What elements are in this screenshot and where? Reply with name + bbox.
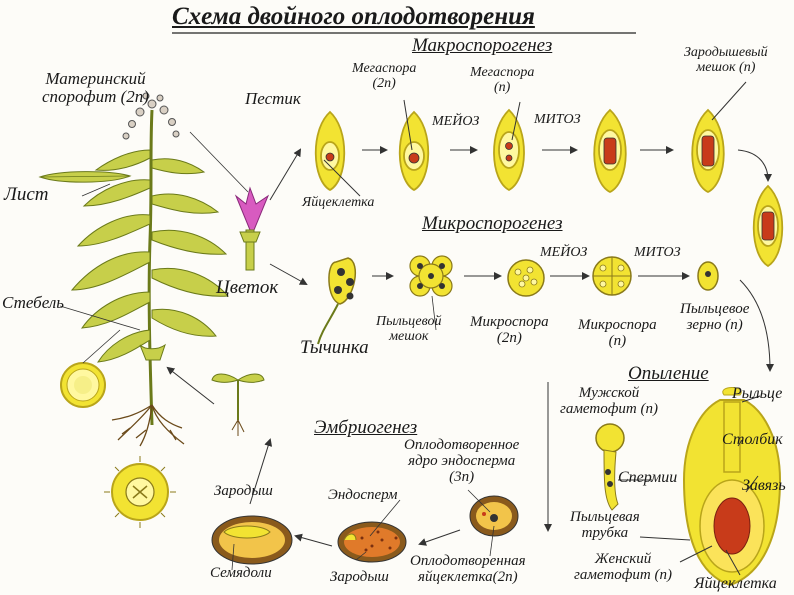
pollen-sac	[409, 255, 453, 297]
stem-label: Стебель	[2, 293, 64, 312]
microspore-n	[592, 256, 632, 296]
fert-endosperm-line1: Оплодотворенное	[404, 437, 520, 453]
ovary-illustration	[682, 387, 782, 587]
pollen-grain-line1: Пыльцевое	[680, 301, 750, 317]
fert-endosperm-line2: ядро эндосперма	[408, 452, 516, 469]
fert-endosperm-label: Оплодотворенное ядро эндосперма (3n)	[404, 437, 520, 485]
root-cross-section	[104, 456, 176, 528]
stamen-illustration	[317, 257, 357, 345]
megaspore-2n-line2: (2n)	[372, 75, 396, 91]
embryo-bottom-label: Зародыш	[330, 569, 389, 585]
male-gametophyte-label: Мужской гаметофит (n)	[560, 385, 658, 418]
pollen-tube-label: Пыльцевая трубка	[570, 509, 640, 542]
male-gametophyte-line2: гаметофит (n)	[560, 400, 658, 417]
pistil-label: Пестик	[245, 89, 301, 108]
fert-egg-line2: яйцеклетка(2n)	[417, 568, 518, 585]
microspore-n-label: Микроспора (n)	[578, 317, 657, 350]
stem-cross-section	[60, 362, 106, 408]
male-gametophyte	[595, 423, 625, 511]
seedling-illustration	[211, 373, 265, 436]
megaspore-n-line1: Мегаспора	[470, 65, 535, 80]
embryo-sac-line1: Зародышевый	[684, 45, 768, 60]
female-gametophyte-label: Женский гаметофит (n)	[574, 551, 672, 584]
pollen-tube-line1: Пыльцевая	[570, 509, 640, 525]
endosperm-label: Эндосперм	[328, 487, 398, 503]
meiosis-top-label: МЕЙОЗ	[432, 114, 480, 129]
embryo-top-label: Зародыш	[214, 483, 273, 499]
megaspore-n-label: Мегаспора (n)	[470, 65, 535, 95]
microspore-2n-line2: (2n)	[496, 329, 522, 346]
pollen-grain-line2: зерно (n)	[686, 316, 743, 333]
microspore-n-line2: (n)	[608, 332, 627, 349]
flower-illustration	[234, 186, 270, 271]
microsporogenesis-heading: Микроспорогенез	[422, 213, 563, 234]
female-gametophyte-line2: гаметофит (n)	[574, 566, 672, 583]
macrosporogenesis-heading: Макроспорогенез	[412, 35, 553, 56]
pollination-heading: Опыление	[628, 363, 709, 384]
pollen-sac-line2: мешок	[389, 328, 429, 344]
pollen-sac-label: Пыльцевой мешок	[376, 314, 442, 344]
sperm-label: Спермии	[618, 469, 678, 486]
embryo-sac-label: Зародышевый мешок (n)	[684, 45, 768, 75]
leaf-label: Лист	[4, 184, 49, 205]
maternal-sporophyte-label: Материнский спорофит (2n)	[42, 70, 149, 106]
style-label: Столбик	[722, 431, 783, 448]
seed-mature	[211, 515, 293, 565]
fert-egg-line1: Оплодотворенная	[410, 553, 526, 569]
seed-developing	[337, 521, 407, 563]
microspore-n-line1: Микроспора	[578, 317, 657, 333]
mitosis-top-label: МИТОЗ	[534, 112, 581, 127]
fert-egg-label: Оплодотворенная яйцеклетка(2n)	[410, 553, 526, 586]
microspore-2n-line1: Микроспора	[470, 314, 549, 330]
maternal-sporophyte-line1: Материнский	[45, 69, 146, 88]
female-gametophyte-line1: Женский	[594, 551, 652, 567]
stamen-label: Тычинка	[300, 337, 369, 358]
pollen-grain-label: Пыльцевое зерно (n)	[680, 301, 750, 334]
male-gametophyte-line1: Мужской	[578, 385, 640, 401]
pollen-sac-line1: Пыльцевой	[376, 314, 442, 329]
egg-cell-top-label: Яйцеклетка	[302, 195, 375, 210]
pollen-tube-line2: трубка	[581, 524, 629, 541]
plant-illustration	[70, 92, 230, 447]
maternal-sporophyte-line2: спорофит (2n)	[42, 86, 149, 106]
mitosis-mid-label: МИТОЗ	[634, 245, 681, 260]
megaspore-2n-line1: Мегаспора	[352, 61, 417, 76]
pollen-grain	[697, 261, 719, 291]
stigma-label: Рыльце	[732, 385, 783, 402]
embryo-sac-line2: мешок (n)	[696, 59, 756, 75]
egg-cell-bottom-label: Яйцеклетка	[694, 575, 777, 592]
fert-endosperm-line3: (3n)	[449, 468, 475, 485]
microspore-2n	[507, 259, 545, 297]
embryogenesis-heading: Эмбриогенез	[314, 417, 418, 438]
ovule-row	[314, 108, 784, 268]
seed-fertilized	[469, 495, 519, 537]
diagram-title: Схема двойного оплодотворения	[172, 3, 535, 30]
flower-label: Цветок	[216, 277, 279, 298]
microspore-2n-label: Микроспора (2n)	[470, 314, 549, 347]
megaspore-n-line2: (n)	[494, 79, 511, 95]
ovary-label: Завязь	[742, 477, 786, 494]
megaspore-2n-label: Мегаспора (2n)	[352, 61, 417, 91]
cotyledons-label: Семядоли	[210, 565, 272, 581]
meiosis-mid-label: МЕЙОЗ	[540, 245, 588, 260]
